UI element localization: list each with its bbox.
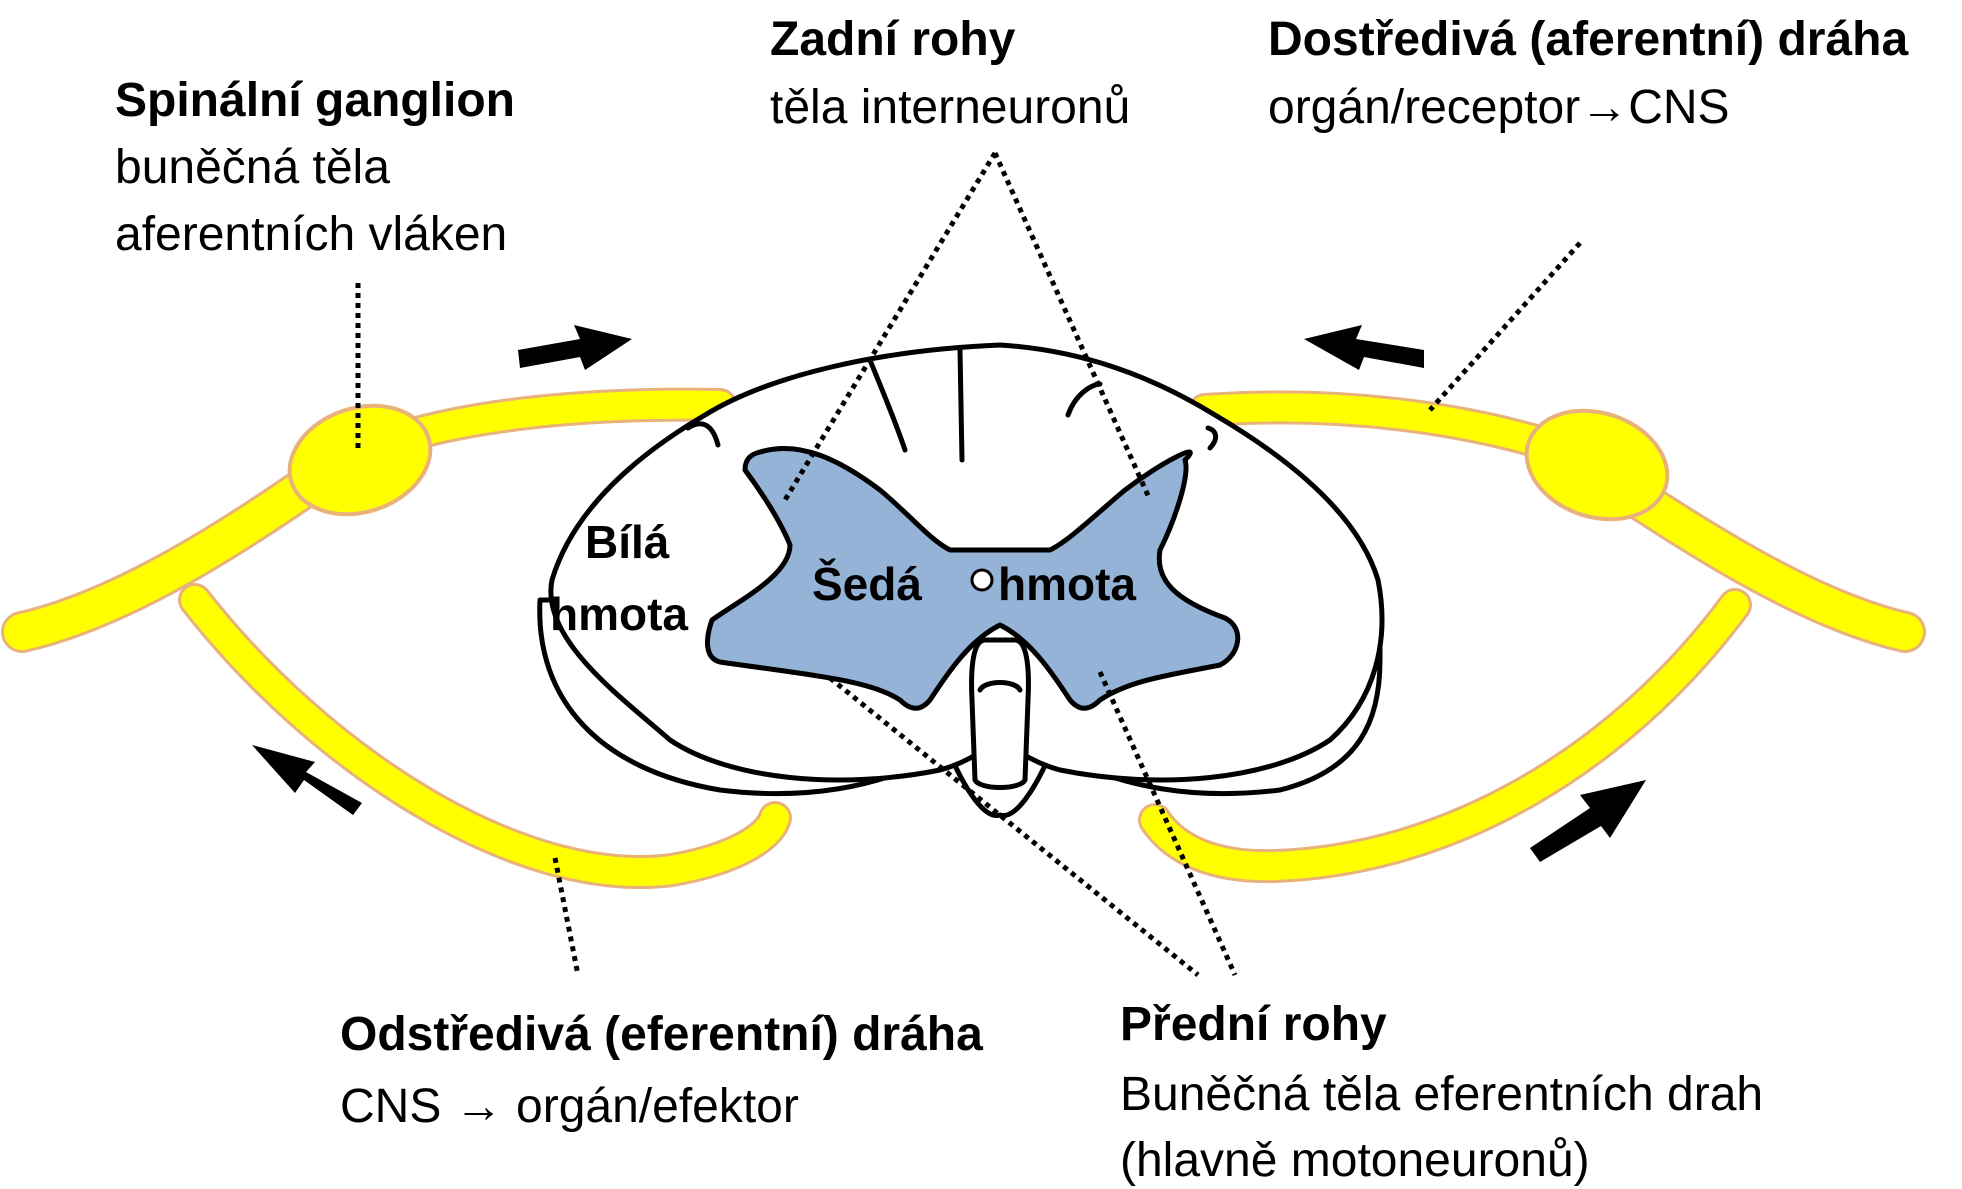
spinal-ganglion-label: Spinální ganglion buněčná těla aferentní…	[115, 74, 515, 261]
leader-afferent-path	[1430, 243, 1580, 410]
dorsal-median-sulcus	[960, 350, 962, 460]
afferent-path-label: Dostředivá (aferentní) dráha orgán/recep…	[1268, 13, 1908, 134]
efferent-path-title: Odstředivá (eferentní) dráha	[340, 1008, 983, 1061]
white-matter-line2: hmota	[550, 588, 688, 640]
dorsal-horns-title: Zadní rohy	[770, 13, 1016, 66]
ventral-horns-label: Přední rohy Buněčná těla eferentních dra…	[1120, 998, 1763, 1187]
spinal-ganglion-line1: buněčná těla	[115, 141, 390, 194]
gray-matter-word1: Šedá	[812, 558, 922, 610]
ventral-horns-title: Přední rohy	[1120, 998, 1387, 1051]
left-spinal-nerve-trunk	[22, 470, 330, 632]
ventral-horns-line2: (hlavně motoneuronů)	[1120, 1134, 1590, 1187]
dorsal-horns-label: Zadní rohy těla interneuronů	[770, 13, 1130, 134]
white-matter-line1: Bílá	[585, 516, 670, 568]
spinal-ganglion-line2: aferentních vláken	[115, 208, 507, 261]
efferent-path-label: Odstředivá (eferentní) dráha CNS → orgán…	[340, 1008, 983, 1133]
arrow-icon	[518, 325, 632, 370]
afferent-path-line1: orgán/receptor→CNS	[1268, 81, 1730, 134]
arrow-icon	[1304, 325, 1424, 370]
dorsal-horns-line1: těla interneuronů	[770, 81, 1130, 134]
central-canal	[972, 570, 992, 590]
spinal-ganglion-title: Spinální ganglion	[115, 74, 515, 127]
ventral-median-fissure	[972, 640, 1029, 788]
efferent-path-line1: CNS → orgán/efektor	[340, 1080, 799, 1133]
afferent-path-title: Dostředivá (aferentní) dráha	[1268, 13, 1908, 66]
gray-matter-word2: hmota	[998, 558, 1136, 610]
ventral-horns-line1: Buněčná těla eferentních drah	[1120, 1068, 1763, 1121]
